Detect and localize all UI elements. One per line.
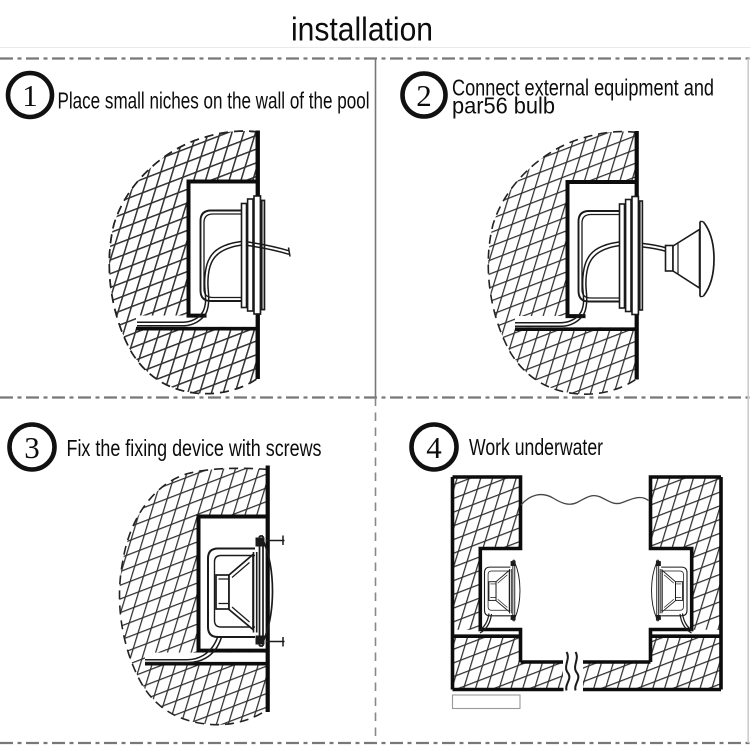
svg-text:Place small niches on the wall: Place small niches on the wall of the po… [58,88,370,114]
svg-text:1: 1 [22,78,38,113]
svg-text:4: 4 [426,430,442,465]
svg-text:Work underwater: Work underwater [469,434,603,460]
svg-text:Fix the fixing device with scr: Fix the fixing device with screws [67,435,322,461]
svg-text:2: 2 [416,78,432,113]
svg-text:par56 bulb: par56 bulb [452,93,555,119]
svg-text:Connect external equipment and: Connect external equipment and [452,75,714,101]
svg-text:3: 3 [24,430,40,465]
svg-text:installation: installation [291,11,433,48]
